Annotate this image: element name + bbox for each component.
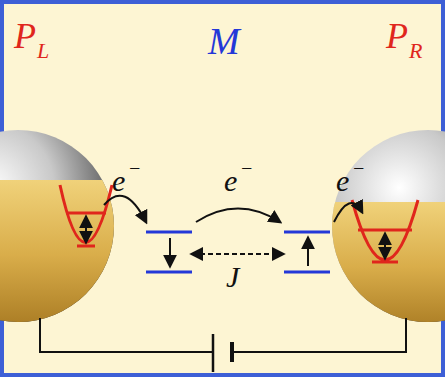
electrode-name: P [386,18,408,54]
right-electrode [320,130,445,332]
excite-arrow [307,238,309,266]
charge-sign: − [240,158,254,178]
electron-symbol: e [336,166,349,196]
molecule-name: M [208,22,240,60]
electrode-subscript: L [37,40,49,62]
charge-sign: − [128,158,142,178]
hop-arrows [104,196,362,222]
decay-arrow [169,238,171,266]
charge-sign: − [352,158,366,178]
electrode-subscript: R [409,40,422,62]
electron-symbol: e [224,166,237,196]
electrode-name: P [14,18,36,54]
electron-symbol: e [112,166,125,196]
coupling-label: J [226,262,239,292]
left-electrode [0,130,120,330]
coupling-arrow [192,253,283,255]
circuit [40,318,406,372]
